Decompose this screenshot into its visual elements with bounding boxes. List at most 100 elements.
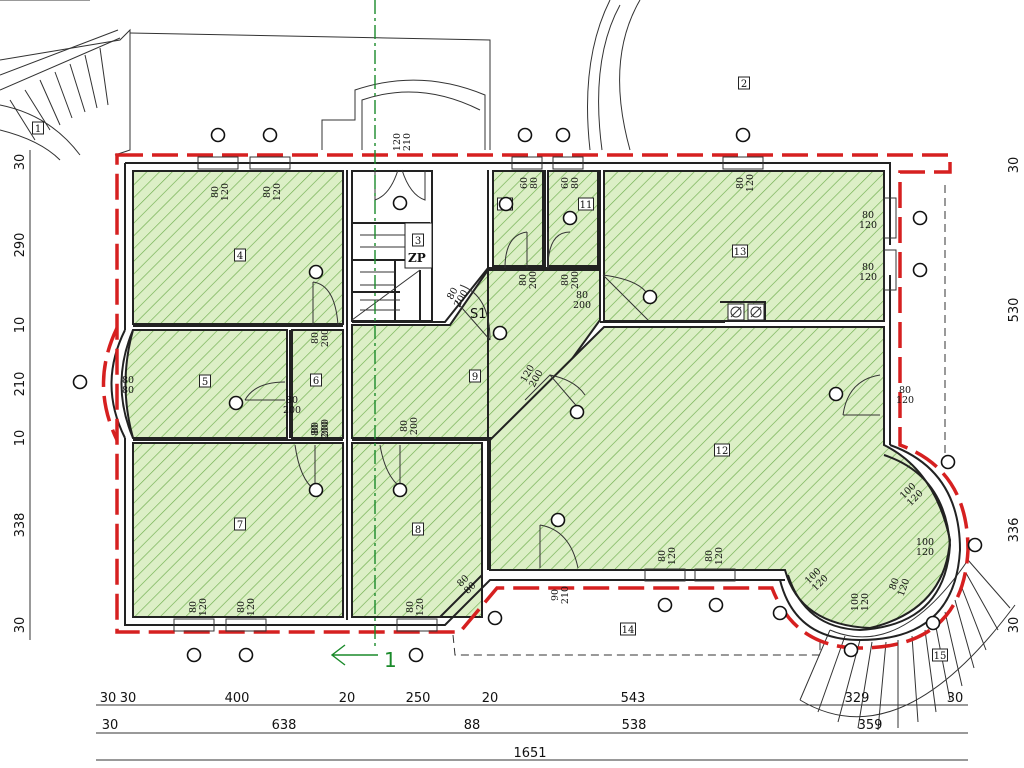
zp-label: ZP: [408, 251, 426, 265]
opening-w_top_11: 6080: [560, 177, 581, 189]
survey-marker: [498, 196, 514, 212]
room-label-box-11: [578, 197, 594, 211]
dim-right: 336: [1007, 518, 1022, 543]
dim-left: 210: [13, 372, 28, 397]
cut-label: S1: [470, 307, 487, 322]
room-6-area: [291, 329, 344, 439]
dim-row1: 30: [947, 691, 964, 706]
survey-marker: [492, 325, 508, 341]
room-label-box-2: [738, 76, 750, 90]
dim-left: 10: [13, 317, 28, 334]
opening-d_6b: 80200: [310, 421, 331, 439]
room-label-box-14: [620, 622, 636, 636]
survey-marker: [408, 647, 424, 663]
survey-marker: [550, 512, 566, 528]
opening-d_6: 80200: [310, 419, 331, 437]
survey-marker: [308, 482, 324, 498]
opening-w_bay_5: 80120: [886, 574, 912, 598]
dim-row2: 638: [272, 718, 297, 733]
room-label-box-7: [234, 517, 246, 531]
room-label-7: 7: [237, 520, 243, 531]
opening-w_top_10: 6080: [519, 177, 540, 189]
dim-row2: 538: [622, 718, 647, 733]
dim-right: 530: [1007, 298, 1022, 323]
dim-row1: 30: [120, 691, 137, 706]
room-label-14: 14: [622, 625, 635, 636]
survey-marker: [828, 386, 844, 402]
survey-marker: [912, 262, 928, 278]
survey-marker: [569, 404, 585, 420]
dim-right: 30: [1007, 157, 1022, 174]
room-label-box-15: [932, 648, 948, 662]
survey-marker: [262, 127, 278, 143]
dim-left: 10: [13, 430, 28, 447]
dim-row2: 30: [102, 718, 119, 733]
survey-marker: [308, 264, 324, 280]
dim-row2: 359: [858, 718, 883, 733]
room-label-box-5: [199, 374, 211, 388]
rooms-fill: [124, 170, 952, 630]
dim-left: 30: [13, 154, 28, 171]
survey-marker: [228, 395, 244, 411]
room-label-box-9: [469, 369, 481, 383]
opening-d_4: 80200: [310, 329, 331, 347]
dim-row1: 20: [482, 691, 499, 706]
survey-marker: [843, 642, 859, 658]
room-4-area: [132, 170, 344, 325]
opening-w_bot_12b: 80120: [704, 547, 725, 565]
room-label-box-6: [310, 373, 322, 387]
opening-w_top_1: 80120: [210, 183, 231, 201]
opening-w_top_13: 80120: [735, 174, 756, 192]
room-label-box-4: [234, 248, 246, 262]
room-8-corner: [437, 572, 483, 618]
opening-w_top_2: 80120: [262, 183, 283, 201]
room-label-15: 15: [934, 651, 947, 662]
dim-row2: 88: [464, 718, 481, 733]
survey-marker: [487, 610, 503, 626]
dimension-lines: [29, 150, 968, 761]
dim-left: 290: [13, 233, 28, 258]
room-label-3: 3: [415, 236, 421, 247]
survey-marker: [517, 127, 533, 143]
survey-marker: [642, 289, 658, 305]
room-label-5: 5: [202, 377, 208, 388]
survey-marker: [392, 195, 408, 211]
room-label-6: 6: [313, 376, 319, 387]
survey-marker: [967, 537, 983, 553]
survey-marker: [657, 597, 673, 613]
survey-marker: [772, 605, 788, 621]
survey-marker: [186, 647, 202, 663]
survey-marker: [735, 127, 751, 143]
opening-d_8: 80200: [399, 417, 420, 435]
survey-marker: [555, 127, 571, 143]
opening-d_entry: 90210: [550, 586, 571, 604]
room-label-box-1: [32, 121, 44, 135]
dim-total: 1651: [513, 746, 546, 761]
room-label-4: 4: [237, 251, 243, 262]
survey-marker: [925, 615, 941, 631]
dim-row1: 400: [225, 691, 250, 706]
opening-w_bay_4: 100120: [850, 593, 871, 611]
survey-marker: [940, 454, 956, 470]
room-label-9: 9: [472, 372, 478, 383]
room-label-8: 8: [415, 525, 421, 536]
section-axis-label: 1: [384, 648, 397, 672]
room-label-12: 12: [716, 446, 729, 457]
dim-row1: 543: [621, 691, 646, 706]
site-surroundings: [0, 0, 1016, 731]
bay-outline-left: [101, 327, 119, 441]
survey-marker: [210, 127, 226, 143]
dim-left: 338: [13, 513, 28, 538]
survey-marker: [392, 482, 408, 498]
opening-d_11: 80200: [560, 271, 581, 289]
